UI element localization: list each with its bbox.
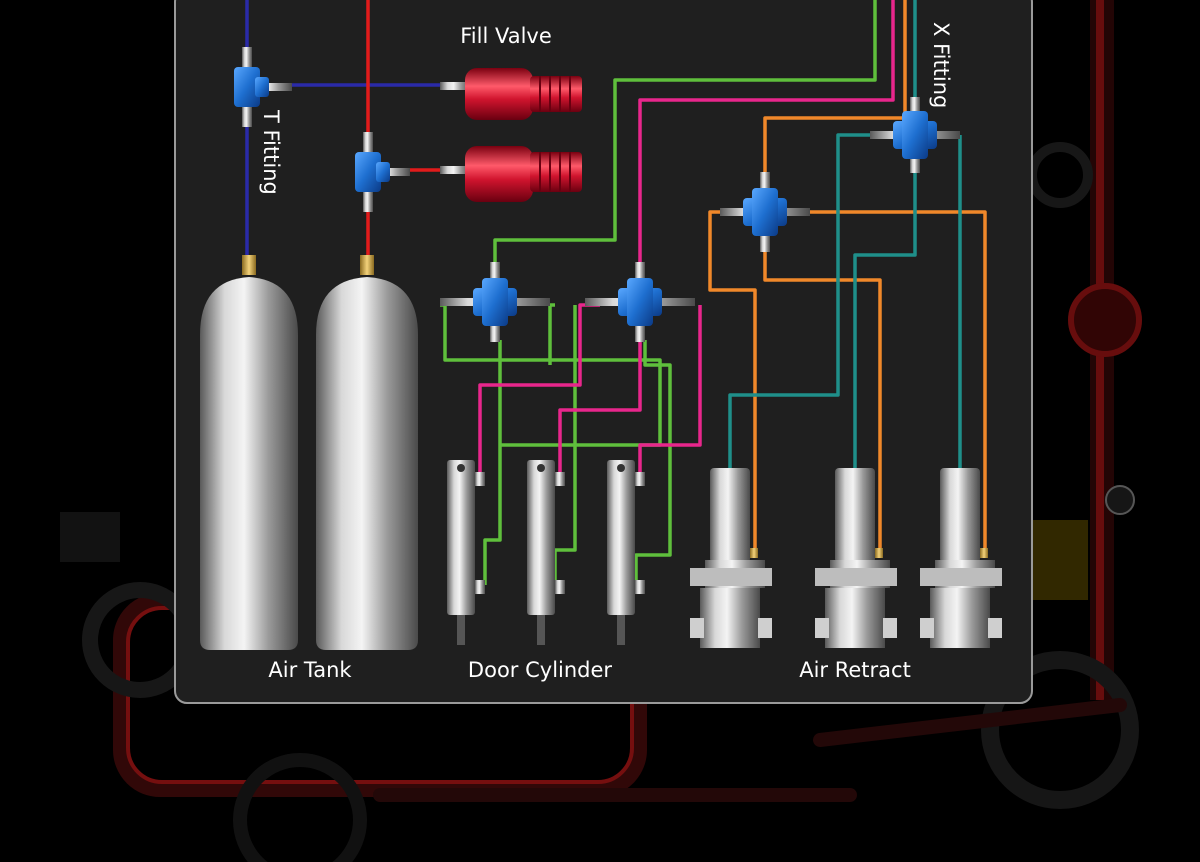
pipe-orange-right xyxy=(805,210,987,555)
pipe-orange-left xyxy=(708,210,757,555)
pipe-orange-mid xyxy=(763,240,882,555)
pipe-teal-mid xyxy=(853,160,917,475)
air-tank-icon xyxy=(200,255,418,650)
x-fitting-label: X Fitting xyxy=(929,22,953,108)
air-retract-icon xyxy=(690,468,1002,648)
pipe-pink-top xyxy=(638,0,895,280)
door-cylinder-label: Door Cylinder xyxy=(468,658,612,682)
pipe-teal-left xyxy=(728,133,870,475)
pipe-green-c1 xyxy=(483,340,502,585)
door-cylinder-icon xyxy=(447,460,645,645)
fill-valve-label: Fill Valve xyxy=(460,24,552,48)
pipe-orange-top xyxy=(763,0,907,185)
t-fitting-icon xyxy=(234,47,410,212)
pipe-green-c3 xyxy=(634,340,672,585)
air-retract-label: Air Retract xyxy=(799,658,911,682)
air-tank-label: Air Tank xyxy=(268,658,352,682)
pipes xyxy=(245,0,987,585)
t-fitting-label: T Fitting xyxy=(259,109,283,195)
x-fitting-icon xyxy=(440,97,960,342)
fill-valve-icon xyxy=(440,68,582,202)
pipe-green-top xyxy=(493,0,877,300)
